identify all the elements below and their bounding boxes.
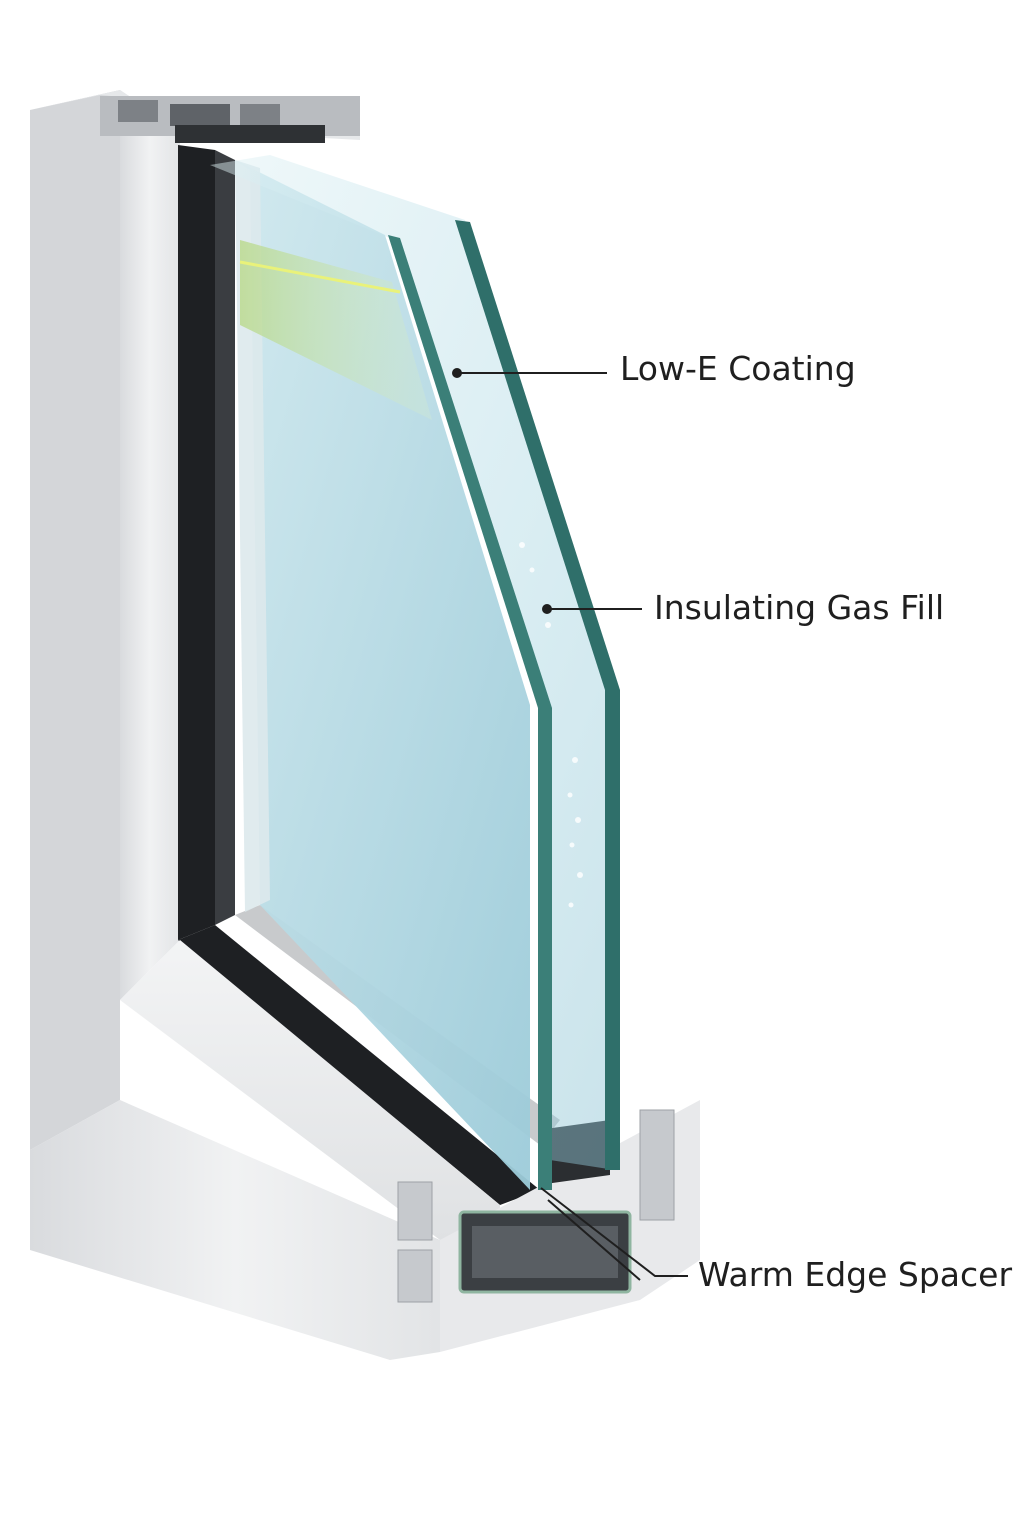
leader-warm-edge [540,1187,688,1277]
glazing-gaskets [178,145,540,1205]
label-low-e-coating: Low-E Coating [620,349,856,388]
top-profile [100,96,360,143]
frame-jamb [30,90,360,1150]
callout-leaders [452,368,688,1281]
label-insulating-gas-fill: Insulating Gas Fill [654,588,945,627]
label-warm-edge-spacer: Warm Edge Spacer [698,1255,1013,1294]
glass-pane-outer [210,155,620,1190]
reinforcement-chamber [458,1210,632,1294]
glass-pane-inner [235,160,530,1190]
